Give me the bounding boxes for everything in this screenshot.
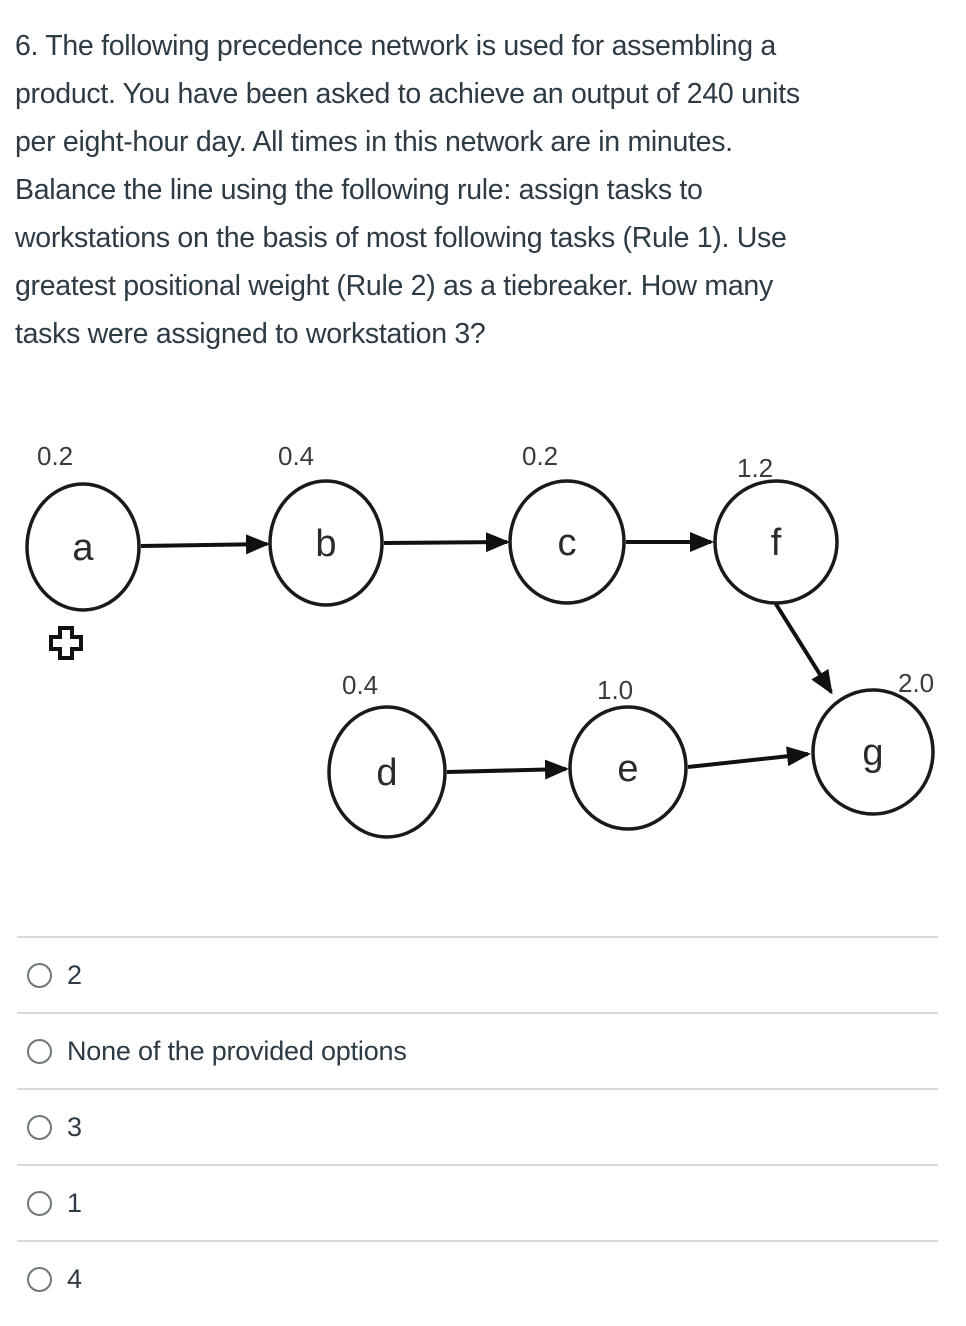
node-f-time: 1.2	[737, 453, 773, 483]
edge-d-e	[446, 759, 569, 780]
node-c-time: 0.2	[522, 441, 558, 471]
answer-option-row[interactable]: 3	[17, 1088, 938, 1164]
answer-options: 2 None of the provided options 3 1 4	[17, 936, 938, 1316]
option-label[interactable]: 2	[67, 959, 82, 990]
node-e-label: e	[617, 748, 638, 790]
option-label[interactable]: 4	[67, 1263, 82, 1294]
question-text-line: tasks were assigned to workstation 3?	[15, 318, 486, 350]
node-f-label: f	[771, 522, 782, 564]
edge-b-c	[383, 532, 510, 553]
node-b-label: b	[315, 523, 336, 565]
edge-a-b	[140, 534, 270, 555]
answer-option-row[interactable]: None of the provided options	[17, 1012, 938, 1088]
answer-option-row[interactable]: 2	[17, 936, 938, 1012]
question-text-line: 6. The following precedence network is u…	[15, 30, 776, 62]
question-text-line: workstations on the basis of most follow…	[15, 222, 787, 254]
node-g-time: 2.0	[898, 668, 934, 698]
node-a-label: a	[72, 527, 94, 569]
radio-button[interactable]	[27, 1114, 52, 1140]
radio-button[interactable]	[27, 1266, 52, 1292]
node-a: 0.2 a	[25, 441, 141, 612]
node-d: 0.4 d	[327, 670, 447, 839]
radio-button[interactable]	[27, 962, 52, 988]
question-text: 6. The following precedence network is u…	[15, 22, 955, 358]
question-text-line: per eight-hour day. All times in this ne…	[15, 126, 733, 158]
node-d-time: 0.4	[342, 670, 378, 700]
option-label[interactable]: None of the provided options	[67, 1035, 407, 1066]
edge-f-g	[772, 599, 833, 695]
node-d-label: d	[376, 752, 397, 794]
option-label[interactable]: 1	[67, 1187, 82, 1218]
node-e-time: 1.0	[597, 675, 633, 705]
radio-button[interactable]	[27, 1190, 52, 1216]
node-a-time: 0.2	[37, 441, 73, 471]
question-text-line: greatest positional weight (Rule 2) as a…	[15, 270, 773, 302]
node-f: 1.2 f	[713, 453, 839, 605]
node-c: 0.2 c	[508, 441, 626, 605]
node-e: 1.0 e	[568, 675, 688, 831]
option-label[interactable]: 3	[67, 1111, 82, 1142]
radio-button[interactable]	[27, 1038, 52, 1064]
node-b: 0.4 b	[268, 441, 384, 607]
precedence-network-diagram: 0.2 a 0.4 b 0.2 c 1.2 f 0.4 d	[25, 441, 935, 839]
answer-option-row[interactable]: 4	[17, 1240, 938, 1316]
node-g: 2.0 g	[811, 668, 935, 816]
edge-e-g	[687, 746, 811, 769]
node-c-label: c	[558, 522, 577, 564]
answer-option-row[interactable]: 1	[17, 1164, 938, 1240]
question-text-line: product. You have been asked to achieve …	[15, 78, 800, 110]
node-b-time: 0.4	[278, 441, 314, 471]
node-g-label: g	[862, 732, 883, 774]
plus-cursor-icon	[49, 626, 83, 660]
question-text-line: Balance the line using the following rul…	[15, 174, 703, 206]
